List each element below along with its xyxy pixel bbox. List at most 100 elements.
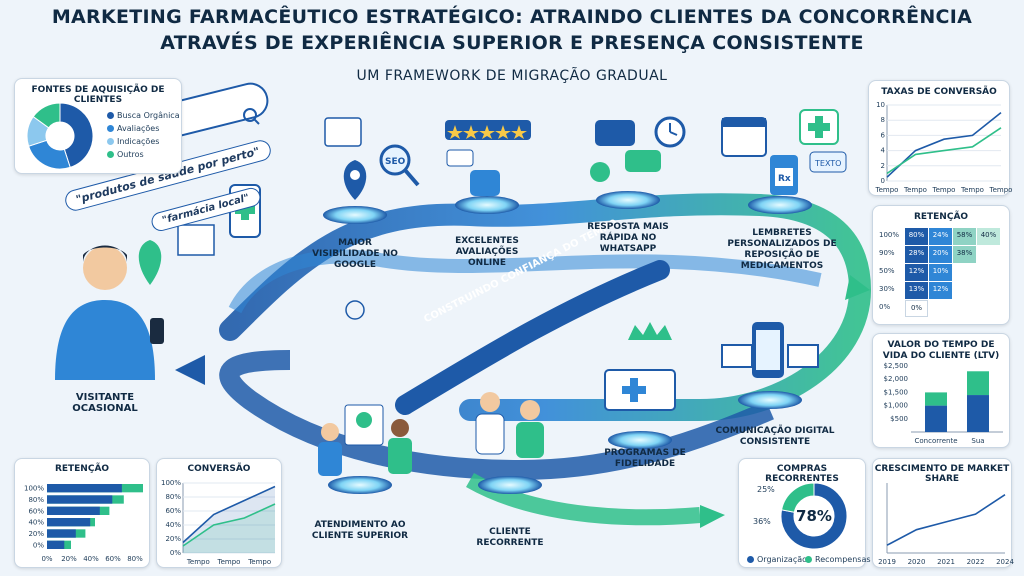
person-head bbox=[321, 423, 339, 441]
legend-item: Outros bbox=[107, 150, 144, 159]
bar bbox=[925, 405, 947, 432]
y-tick-label: 20% bbox=[165, 535, 181, 543]
location-pin-icon bbox=[138, 240, 162, 285]
stage-pad-6 bbox=[608, 431, 672, 449]
label-stage-7: CLIENTE RECORRENTE bbox=[476, 527, 544, 548]
x-tick-label: Tempo bbox=[960, 186, 984, 194]
customer-head bbox=[520, 400, 540, 420]
rx-label: Rx bbox=[778, 174, 791, 184]
bar bbox=[47, 506, 100, 515]
y-tick-label: $1,500 bbox=[884, 388, 909, 396]
pie-slice bbox=[780, 482, 848, 550]
bar bbox=[925, 392, 947, 406]
envelope-icon-2 bbox=[787, 344, 819, 368]
label-stage-8: ATENDIMENTO AO CLIENTE SUPERIOR bbox=[311, 520, 409, 541]
y-tick-label: 8 bbox=[881, 116, 885, 124]
stage-pad-7 bbox=[478, 476, 542, 494]
x-tick-label: 60% bbox=[105, 555, 121, 563]
x-tick-label: 2020 bbox=[908, 558, 926, 566]
panel-title: VALOR DO TEMPO DE VIDA DO CLIENTE (LTV) bbox=[882, 340, 1000, 361]
y-tick-label: 80% bbox=[165, 493, 181, 501]
stage-pad-1 bbox=[323, 206, 387, 224]
visitor-body bbox=[55, 300, 155, 380]
y-tick-label: 80% bbox=[28, 496, 44, 504]
chat-bubble-icon-2 bbox=[625, 150, 661, 172]
label-stage-6: PROGRAMAS DE FIDELIDADE bbox=[604, 448, 686, 469]
arrow-head bbox=[845, 275, 870, 300]
visitor-head bbox=[83, 246, 127, 290]
seo-label: SEO bbox=[385, 157, 406, 167]
heatmap-cell: 12% bbox=[905, 264, 928, 281]
x-tick-label: 2024 bbox=[996, 558, 1014, 566]
panel-title: TAXAS DE CONVERSÃO bbox=[881, 87, 997, 97]
series-area bbox=[183, 504, 275, 553]
panel-title: COMPRAS RECORRENTES bbox=[765, 464, 839, 484]
page-title: MARKETING FARMACÊUTICO ESTRATÉGICO: ATRA… bbox=[51, 6, 973, 28]
heatmap-cell: 80% bbox=[905, 228, 928, 245]
heatmap-row-label: 90% bbox=[879, 249, 895, 257]
donut-center-label: 78% bbox=[796, 507, 832, 525]
y-tick-label: 10 bbox=[876, 101, 885, 109]
map-icon bbox=[177, 224, 215, 256]
y-tick-label: 40% bbox=[165, 521, 181, 529]
donut-side-label: 36% bbox=[753, 517, 771, 526]
label-stage-3: RESPOSTA MAIS RÁPIDA NO WHATSAPP bbox=[587, 222, 669, 254]
legend-item: Busca Orgânica bbox=[107, 111, 180, 120]
map-pin-icon bbox=[343, 160, 367, 200]
y-tick-label: 6 bbox=[881, 131, 886, 139]
label-stage-5: COMUNICAÇÃO DIGITAL CONSISTENTE bbox=[715, 426, 835, 447]
series-line bbox=[182, 485, 276, 544]
whatsapp-icon bbox=[590, 162, 610, 182]
legend-item: Indicações bbox=[107, 137, 159, 146]
arrow-head bbox=[700, 505, 725, 528]
panel-title: RETENÇÃO bbox=[54, 464, 110, 474]
recurring-purchases-panel: COMPRAS RECORRENTES 25% 36% 78% Organiza… bbox=[738, 458, 871, 568]
search-icon bbox=[243, 108, 257, 122]
ltv-panel: VALOR DO TEMPO DE VIDA DO CLIENTE (LTV) … bbox=[872, 333, 1010, 448]
x-tick-label: 80% bbox=[127, 555, 143, 563]
label-stage-2: EXCELENTES AVALIAÇÕES ONLINE bbox=[455, 236, 519, 268]
pie-slice bbox=[780, 482, 815, 513]
y-tick-label: $2,000 bbox=[884, 375, 909, 383]
panel-title: CONVERSÃO bbox=[187, 464, 251, 474]
crown-icon bbox=[628, 322, 672, 340]
bar bbox=[47, 495, 113, 504]
person-body bbox=[318, 442, 342, 476]
panel-title: RETENÇÃO bbox=[913, 212, 969, 222]
recurring-donut-chart bbox=[780, 482, 848, 550]
stage-pad-4 bbox=[748, 196, 812, 214]
heatmap-cell: 40% bbox=[977, 228, 1000, 245]
pharmacist-body bbox=[475, 413, 505, 455]
panel-title: FONTES DE AQUISIÇÃO DE CLIENTES bbox=[31, 85, 165, 105]
dollar-icon bbox=[345, 300, 365, 320]
x-tick-label: Sua bbox=[971, 437, 984, 445]
page-subtitle: UM FRAMEWORK DE MIGRAÇÃO GRADUAL bbox=[356, 68, 668, 84]
stage-pad-3 bbox=[596, 191, 660, 209]
retention-heatmap: 100%80%24%58%40%90%28%20%38%50%12%10%30%… bbox=[873, 228, 1011, 324]
google-window-icon bbox=[324, 117, 362, 147]
bar bbox=[967, 371, 989, 396]
series-line bbox=[182, 503, 276, 547]
retention-hbar-chart: 100%80%60%40%20%0%0%20%40%60%80% bbox=[24, 484, 143, 563]
envelope-icon bbox=[721, 344, 753, 368]
y-tick-label: 20% bbox=[28, 530, 44, 538]
y-tick-label: 2 bbox=[881, 162, 885, 170]
x-tick-label: Tempo bbox=[247, 558, 271, 566]
page-title-line2: ATRAVÉS DE EXPERIÊNCIA SUPERIOR E PRESEN… bbox=[160, 32, 864, 54]
x-tick-label: Tempo bbox=[875, 186, 899, 194]
pharmacist-head bbox=[480, 392, 500, 412]
x-tick-label: Tempo bbox=[989, 186, 1013, 194]
y-tick-label: $2,500 bbox=[884, 362, 909, 370]
y-tick-label: 0 bbox=[881, 177, 885, 185]
series-line bbox=[886, 111, 1002, 178]
bar bbox=[47, 518, 91, 527]
y-tick-label: $500 bbox=[890, 415, 908, 423]
heatmap-cell: 10% bbox=[929, 264, 952, 281]
heatmap-cell: 58% bbox=[953, 228, 976, 245]
panel-title: CRESCIMENTO DE MARKET SHARE bbox=[874, 464, 1010, 484]
review-card-icon bbox=[446, 149, 474, 167]
y-tick-label: $1,000 bbox=[884, 402, 909, 410]
